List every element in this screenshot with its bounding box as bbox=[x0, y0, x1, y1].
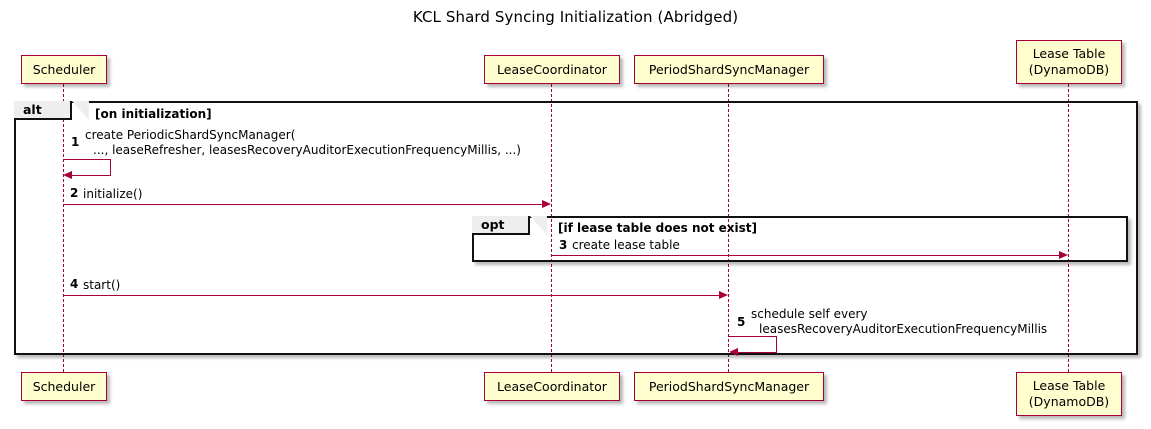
diagram-title: KCL Shard Syncing Initialization (Abridg… bbox=[412, 8, 739, 26]
participant-label: PeriodShardSyncManager bbox=[648, 61, 810, 77]
message-1-self-loop-right bbox=[110, 159, 111, 175]
participant-scheduler-bottom[interactable]: Scheduler bbox=[21, 372, 107, 401]
message-2-line bbox=[63, 204, 543, 205]
message-5-arrowhead bbox=[729, 348, 738, 356]
participant-period-shard-sync-manager-top[interactable]: PeriodShardSyncManager bbox=[634, 55, 824, 84]
participant-period-shard-sync-manager-bottom[interactable]: PeriodShardSyncManager bbox=[634, 372, 824, 401]
message-5-self-loop-bottom bbox=[736, 352, 777, 353]
lifeline-lease-coordinator bbox=[551, 84, 552, 372]
participant-lease-table-bottom[interactable]: Lease Table (DynamoDB) bbox=[1016, 372, 1122, 416]
message-2-number: 2 bbox=[70, 186, 79, 200]
fragment-opt-condition: [if lease table does not exist] bbox=[558, 221, 758, 235]
participant-label-line-1: Lease Table bbox=[1032, 378, 1106, 394]
message-2-arrowhead bbox=[542, 200, 551, 208]
participant-scheduler-top[interactable]: Scheduler bbox=[21, 55, 107, 84]
message-4-line bbox=[63, 295, 720, 296]
message-1-self-loop-top bbox=[63, 159, 111, 160]
message-4-number: 4 bbox=[70, 277, 79, 291]
participant-label-line-1: Lease Table bbox=[1032, 46, 1106, 62]
message-1-self-loop-bottom bbox=[70, 175, 111, 176]
fragment-operator-text: alt bbox=[23, 102, 42, 117]
message-3-number: 3 bbox=[559, 238, 568, 252]
message-4-arrowhead bbox=[719, 291, 728, 299]
fragment-opt-lease-table-missing bbox=[472, 216, 1128, 262]
fragment-operator-text: opt bbox=[481, 217, 505, 232]
fragment-alt-on-initialization bbox=[14, 101, 1138, 355]
fragment-alt-operator-label: alt bbox=[14, 101, 72, 120]
participant-label: Scheduler bbox=[32, 378, 96, 394]
message-5-self-loop-right bbox=[776, 336, 777, 352]
lifeline-period-shard-sync-manager bbox=[728, 84, 729, 372]
participant-label-line-2: (DynamoDB) bbox=[1028, 62, 1110, 77]
participant-label: LeaseCoordinator bbox=[497, 61, 607, 77]
lifeline-scheduler bbox=[63, 84, 64, 372]
participant-lease-coordinator-top[interactable]: LeaseCoordinator bbox=[484, 55, 620, 84]
message-2-label: initialize() bbox=[83, 187, 143, 201]
message-1-arrowhead bbox=[63, 171, 72, 179]
participant-label: LeaseCoordinator bbox=[497, 378, 607, 394]
participant-label: PeriodShardSyncManager bbox=[648, 378, 810, 394]
message-5-number: 5 bbox=[737, 315, 746, 329]
message-3-arrowhead bbox=[1059, 251, 1068, 259]
lifeline-lease-table bbox=[1068, 84, 1069, 372]
message-1-label-line-1: create PeriodicShardSyncManager( bbox=[85, 128, 296, 142]
fragment-alt-label-notch bbox=[72, 101, 89, 120]
message-5-label-line-2: leasesRecoveryAuditorExecutionFrequencyM… bbox=[759, 322, 1048, 336]
participant-label-line-2: (DynamoDB) bbox=[1028, 394, 1110, 409]
message-4-label: start() bbox=[83, 278, 121, 292]
message-1-number: 1 bbox=[71, 135, 80, 149]
participant-lease-coordinator-bottom[interactable]: LeaseCoordinator bbox=[484, 372, 620, 401]
fragment-alt-condition: [on initialization] bbox=[95, 107, 212, 121]
participant-label: Scheduler bbox=[32, 61, 96, 77]
participant-lease-table-top[interactable]: Lease Table (DynamoDB) bbox=[1016, 40, 1122, 84]
message-3-line bbox=[552, 255, 1060, 256]
message-1-label-line-2: ..., leaseRefresher, leasesRecoveryAudit… bbox=[93, 143, 521, 157]
fragment-opt-operator-label: opt bbox=[472, 216, 530, 235]
message-5-label-line-1: schedule self every bbox=[751, 307, 868, 321]
message-3-label: create lease table bbox=[572, 238, 680, 252]
message-5-self-loop-top bbox=[729, 336, 777, 337]
fragment-opt-label-notch bbox=[530, 216, 547, 235]
